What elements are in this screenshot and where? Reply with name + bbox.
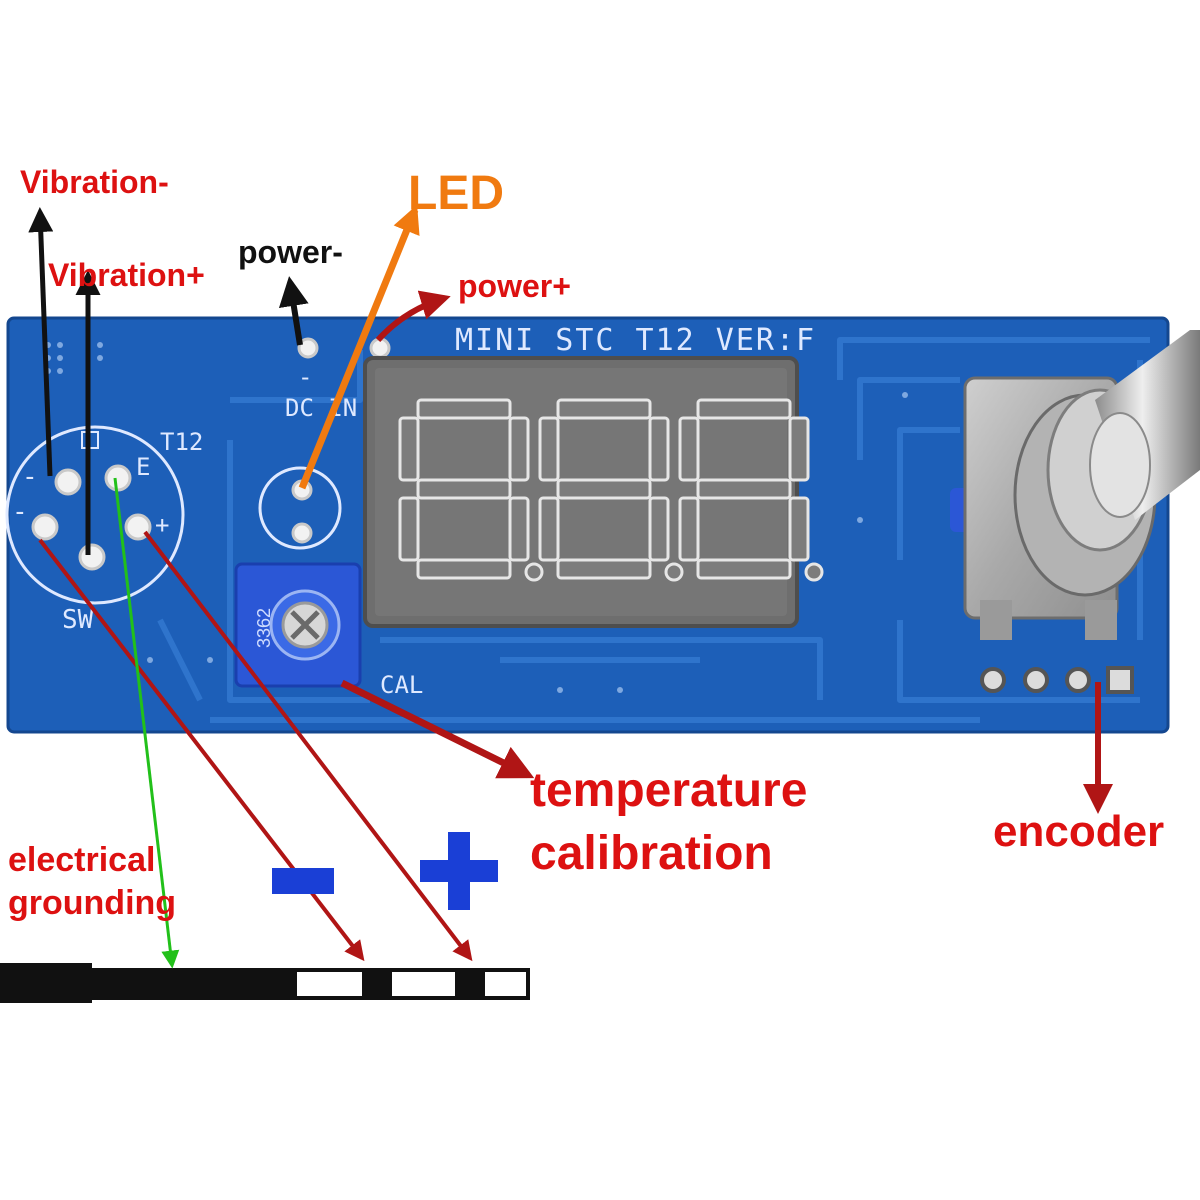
pad-heater-minus xyxy=(31,513,59,541)
digit-1-segment-f xyxy=(398,416,420,482)
pad-ground-e xyxy=(104,464,132,492)
label-power-minus: power- xyxy=(238,234,343,270)
arrow-power-plus xyxy=(375,290,451,343)
digit-2-segment-d xyxy=(556,558,652,580)
digit-3-decimal-point xyxy=(804,562,824,582)
digit-2-segment-e xyxy=(538,496,560,562)
pad-vibration-plus xyxy=(78,543,106,571)
encoder-pin-3 xyxy=(1065,667,1091,693)
digit-2-segment-f xyxy=(538,416,560,482)
digit-2-segment-g xyxy=(556,478,652,500)
polarity-signs: – + xyxy=(0,0,498,910)
label-temperature: temperature xyxy=(530,764,808,817)
display-digits xyxy=(398,398,824,582)
seven-segment-display: 888 xyxy=(0,0,824,628)
digit-3-segment-e xyxy=(678,496,700,562)
label-vibration-plus: Vibration+ xyxy=(48,257,205,293)
silk-pin-plus: + xyxy=(155,511,169,539)
label-electrical: electrical xyxy=(8,841,156,879)
label-encoder: encoder xyxy=(993,807,1165,856)
digit-1-decimal-point xyxy=(524,562,544,582)
led-pad-2 xyxy=(291,522,313,544)
digit-1-segment-a xyxy=(416,398,512,420)
calibration-trim-pot: 3362 xyxy=(234,562,362,688)
pad-vibration-minus xyxy=(54,468,82,496)
silk-t12-label: T12 xyxy=(160,428,203,456)
label-calibration: calibration xyxy=(530,827,773,880)
t12-tip-strip xyxy=(0,963,530,1003)
digit-1-segment-b xyxy=(508,416,530,482)
dc-input: - DC IN xyxy=(285,337,391,422)
encoder-pin-2 xyxy=(1023,667,1049,693)
rotary-encoder xyxy=(950,330,1200,694)
digit-3-segment-a xyxy=(696,398,792,420)
silk-pin-minus-bottom: - xyxy=(12,497,28,527)
digit-1-segment-c xyxy=(508,496,530,562)
tip-ground-band xyxy=(92,970,297,998)
encoder-pin-1 xyxy=(980,667,1006,693)
arrow-power-minus xyxy=(278,276,309,346)
digit-2-segment-b xyxy=(648,416,670,482)
encoder-pin-4 xyxy=(1106,666,1134,694)
digit-2-decimal-point xyxy=(664,562,684,582)
silk-dc-minus: - xyxy=(298,363,312,391)
arrow-vibration-minus xyxy=(28,207,54,477)
silk-board-title: MINI STC T12 VER:F xyxy=(455,323,816,358)
digit-2-segment-a xyxy=(556,398,652,420)
arrow-led xyxy=(298,204,420,490)
display-digits-text: 888 xyxy=(0,0,2,1)
label-grounding: grounding xyxy=(8,884,177,922)
arrow-tip-plus xyxy=(143,530,473,962)
arrow-grounding xyxy=(113,477,180,969)
pad-power-minus xyxy=(297,337,319,359)
silk-dc-in: DC IN xyxy=(285,394,357,422)
tip-plus-contact xyxy=(455,970,485,998)
blue-plus-vertical xyxy=(448,832,470,910)
digit-3-segment-d xyxy=(696,558,792,580)
blue-plus-sign-text: + xyxy=(0,0,1,1)
tip-minus-contact xyxy=(362,970,392,998)
label-vibration-minus: Vibration- xyxy=(20,164,169,200)
digit-3-segment-b xyxy=(788,416,810,482)
digit-1-segment-g xyxy=(416,478,512,500)
digit-2-segment-c xyxy=(648,496,670,562)
digit-1-segment-d xyxy=(416,558,512,580)
pcb-traces xyxy=(157,337,1150,723)
silk-pin-e: E xyxy=(136,453,150,481)
arrow-temperature-calibration xyxy=(340,679,535,779)
digit-3-segment-g xyxy=(696,478,792,500)
silk-pin-minus-top: - xyxy=(22,462,38,492)
t12-socket-footprint: - - E + T12 SW xyxy=(5,425,203,635)
blue-minus-sign-text: – xyxy=(0,0,1,1)
pot-code: 3362 xyxy=(254,608,274,648)
silk-sw-label: SW xyxy=(62,605,94,635)
silk-cal-label: CAL xyxy=(380,671,423,699)
led-footprint xyxy=(258,466,342,550)
digit-3-segment-c xyxy=(788,496,810,562)
label-led: LED xyxy=(408,167,504,220)
digit-3-segment-f xyxy=(678,416,700,482)
blue-minus-sign xyxy=(272,868,334,894)
label-power-plus: power+ xyxy=(458,268,571,304)
digit-1-segment-e xyxy=(398,496,420,562)
